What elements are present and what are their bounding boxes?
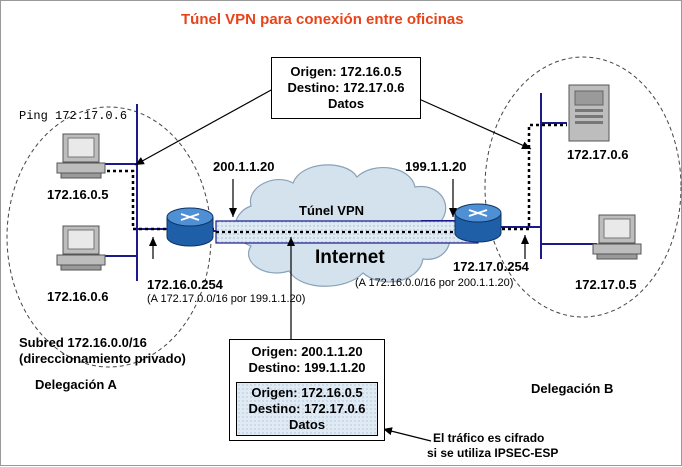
site-a-subnet-note: (direccionamiento privado) [19, 351, 186, 366]
top-packet-origin: Origen: 172.16.0.5 [290, 64, 402, 79]
traffic-path-b [478, 123, 567, 231]
site-a-name: Delegación A [35, 377, 117, 392]
router-a-route: (A 172.17.0.0/16 por 199.1.1.20) [147, 293, 306, 305]
arrow-to-site-a [134, 88, 274, 166]
host-a2-computer-icon [56, 225, 106, 271]
inner-data: Datos [288, 417, 326, 432]
top-packet-data: Datos [327, 96, 365, 111]
router-b-route: (A 172.16.0.0/16 por 200.1.1.20) [355, 277, 514, 289]
top-packet-destination: Destino: 172.17.0.6 [287, 80, 405, 95]
outer-origin: Origen: 200.1.1.20 [251, 344, 363, 359]
site-b-name: Delegación B [531, 381, 614, 396]
host-a1-computer-icon [56, 133, 106, 179]
router-a-icon [166, 207, 214, 247]
inner-origin: Origen: 172.16.0.5 [251, 385, 363, 400]
ping-command-label: Ping 172.17.0.6 [19, 109, 128, 123]
encrypted-inner-packet: Origen: 172.16.0.5 Destino: 172.17.0.6 D… [236, 382, 378, 436]
router-b-lan-ip: 172.17.0.254 [453, 259, 529, 274]
bottom-packet-box: Origen: 200.1.1.20 Destino: 199.1.1.20 O… [229, 339, 385, 441]
top-packet-box: Origen: 172.16.0.5 Destino: 172.17.0.6 D… [271, 57, 421, 119]
router-a-wan-ip: 200.1.1.20 [213, 159, 275, 174]
arrow-to-site-b [418, 98, 532, 150]
arrow-encryption-note [382, 427, 432, 442]
host-b-computer-icon [592, 214, 642, 260]
internet-label: Internet [315, 247, 385, 268]
host-b-ip: 172.17.0.5 [575, 277, 637, 292]
host-a1-ip: 172.16.0.5 [47, 187, 109, 202]
diagram-title: Túnel VPN para conexión entre oficinas [181, 11, 464, 28]
router-b-icon [454, 203, 502, 243]
server-b-icon [568, 84, 610, 142]
traffic-path-a [101, 169, 216, 231]
inner-destination: Destino: 172.17.0.6 [248, 401, 366, 416]
host-a2-ip: 172.16.0.6 [47, 289, 109, 304]
encryption-note-line1: El tráfico es cifrado [433, 431, 545, 445]
encryption-note-line2: si se utiliza IPSEC-ESP [427, 446, 559, 460]
site-a-subnet: Subred 172.16.0.0/16 [19, 335, 147, 350]
router-a-lan-ip: 172.16.0.254 [147, 277, 223, 292]
server-b-ip: 172.17.0.6 [567, 147, 629, 162]
tunnel-label: Túnel VPN [299, 203, 365, 218]
router-b-wan-ip: 199.1.1.20 [405, 159, 467, 174]
site-b-boundary [484, 56, 682, 318]
outer-destination: Destino: 199.1.1.20 [248, 360, 366, 375]
